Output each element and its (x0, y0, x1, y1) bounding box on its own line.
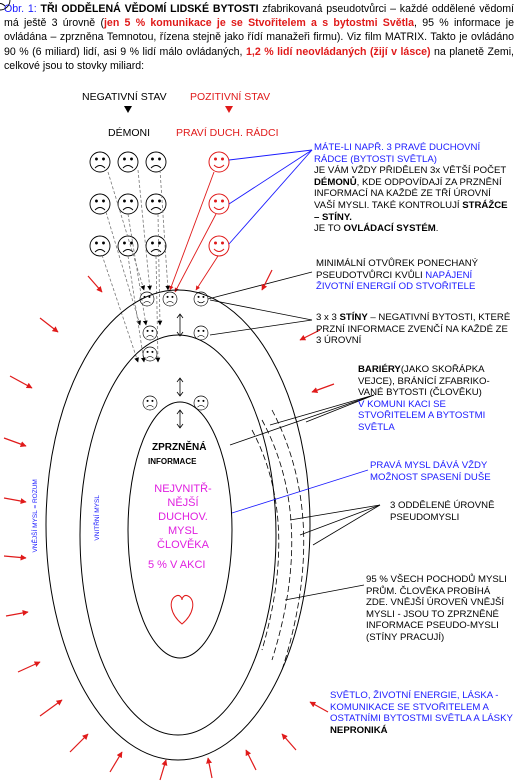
caption-red2: 1,2 % lidí neovládaných (žijí v lásce) (245, 45, 431, 58)
note-three-levels: 3 ODDĚLENÉ ÚROVNĚ PSEUDOMYSLI (390, 500, 495, 523)
header-arrows (124, 106, 233, 113)
note2-b: NAPÁJENÍ ŽIVOTNÍ ENERGIÍ OD STVOŘITELE (316, 269, 476, 293)
updown-arrows (176, 313, 184, 429)
five-percent-label: 5 % V AKCI (148, 559, 206, 571)
caption-obr: Obr. 1: (4, 3, 37, 15)
note1-e: JE TO (314, 223, 344, 235)
note3-a: 3 x 3 (316, 312, 340, 323)
note1-guards: STRÁŽCE – STÍNY. (314, 199, 508, 223)
innermost-line4: MYSL (168, 525, 198, 537)
note1-system: OVLÁDACÍ SYSTÉM (343, 223, 436, 235)
note2-a: MINIMÁLNÍ OTVŮREK PONECHANÝ PSEUDOTVŮRCI… (316, 258, 479, 281)
inner-mind-ellipse (127, 401, 233, 659)
note-95-percent: 95 % VŠECH POCHODŮ MYSLI PRŮM. ČLOVĚKA P… (366, 574, 507, 643)
note-pointer-lines (207, 271, 381, 601)
caption-part2: zfabrikovaná pseudotvůrci – každé odděle… (4, 3, 514, 30)
figure-caption: Obr. 1: TŘI ODDĚLENÁ VĚDOMÍ LIDSKÉ BYTOS… (4, 2, 514, 73)
caption-title: TŘI ODDĚLENÁ VĚDOMÍ LIDSKÉ BYTOSTI (40, 3, 259, 15)
note-light-energy: SVĚTLO, ŽIVOTNÍ ENERGIE, LÁSKA - KOMUNIK… (330, 690, 514, 736)
innermost-line2: NĚJŠÍ (167, 497, 199, 509)
negative-state-label: NEGATIVNÍ STAV (82, 91, 167, 103)
innermost-line3: DUCHOV. (158, 511, 208, 523)
note4-c: V KOMUNI KACI SE STVOŘITELEM A BYTOSTMI … (358, 398, 486, 433)
note8-b: NEPRONIKÁ (330, 724, 388, 736)
outer-mind-label: VNĚJŠÍ MYSL = ROZUM (32, 479, 40, 553)
level-arcs (251, 409, 305, 671)
note3-b: STÍNY (339, 312, 368, 323)
note-barriers: BARIÉRY(JAKO SKOŘÁPKA VEJCE), BRÁNÍCÍ ZF… (358, 364, 510, 434)
innermost-line1: NEJVNITŘ- (154, 483, 212, 495)
light-arrows (3, 269, 335, 781)
true-guides-label: PRAVÍ DUCH. RÁDCI (176, 127, 279, 139)
mind-ellipses (45, 289, 311, 761)
information-label: INFORMACE (148, 457, 197, 466)
angel-faces (208, 151, 230, 257)
note5-pointer-line (231, 469, 369, 514)
demons-label: DÉMONI (108, 127, 150, 139)
note8-a: SVĚTLO, ŽIVOTNÍ ENERGIE, LÁSKA - KOMUNIK… (330, 690, 513, 725)
caption-part6: na planetě Zemi, celkové jsou to stovky … (4, 45, 514, 72)
note-minimal-opening: MINIMÁLNÍ OTVŮREK PONECHANÝ PSEUDOTVŮRCI… (316, 258, 512, 293)
angel-connector-lines (169, 171, 219, 293)
inner-mind-label: VNITŘNÍ MYSL (94, 495, 102, 541)
note4-a: BARIÉRY (358, 364, 401, 375)
note1-g: . (435, 223, 439, 235)
innermost-mind: NEJVNITŘ- NĚJŠÍ DUCHOV. MYSL ČLOVĚKA (138, 482, 228, 552)
demon-connector-lines (101, 169, 171, 363)
middle-mind-ellipse (79, 334, 277, 736)
note1-demons: DÉMONŮ (314, 176, 357, 188)
demon-faces (0, 0, 167, 257)
note1-blue: MÁTE-LI NAPŘ. 3 PRAVÉ DUCHOVNÍ RÁDCE (BY… (314, 142, 481, 165)
note-shadows: 3 x 3 STÍNY – NEGATIVNÍ BYTOSTI, KTERÉ P… (316, 312, 512, 347)
outer-mind-ellipse (45, 289, 311, 761)
note-control-system: MÁTE-LI NAPŘ. 3 PRAVÉ DUCHOVNÍ RÁDCE (BY… (314, 142, 514, 235)
note-true-mind: PRAVÁ MYSL DÁVÁ VŽDY MOŽNOST SPASENÍ DUŠ… (370, 460, 491, 483)
note3-c: – NEGATIVNÍ BYTOSTI, KTERÉ PRZNÍ INFORMA… (316, 312, 511, 347)
note4-b: (JAKO SKOŘÁPKA VEJCE), BRÁNÍCÍ ZFABRIKO-… (358, 364, 490, 399)
heart-icon (170, 595, 194, 625)
note1-pointer-lines (228, 149, 313, 245)
note1-a: JE VÁM VŽDY PŘIDĚLEN 3x VĚTŠÍ POČET (314, 165, 507, 177)
innermost-line5: ČLOVĚKA (157, 539, 209, 551)
positive-state-label: POZITIVNÍ STAV (190, 91, 271, 103)
shadow-faces (139, 291, 209, 411)
caption-part4: , 95 % informace je ovládána – zprzněna … (4, 17, 514, 58)
caption-red1: jen 5 % komunikace je se Stvořitelem a s… (103, 17, 414, 30)
corrupted-label: ZPRZNĚNÁ (152, 442, 207, 453)
note1-c: , KDE ODPOVÍDAJÍ ZA PRZNĚNÍ INFORMACÍ NA… (314, 176, 502, 211)
